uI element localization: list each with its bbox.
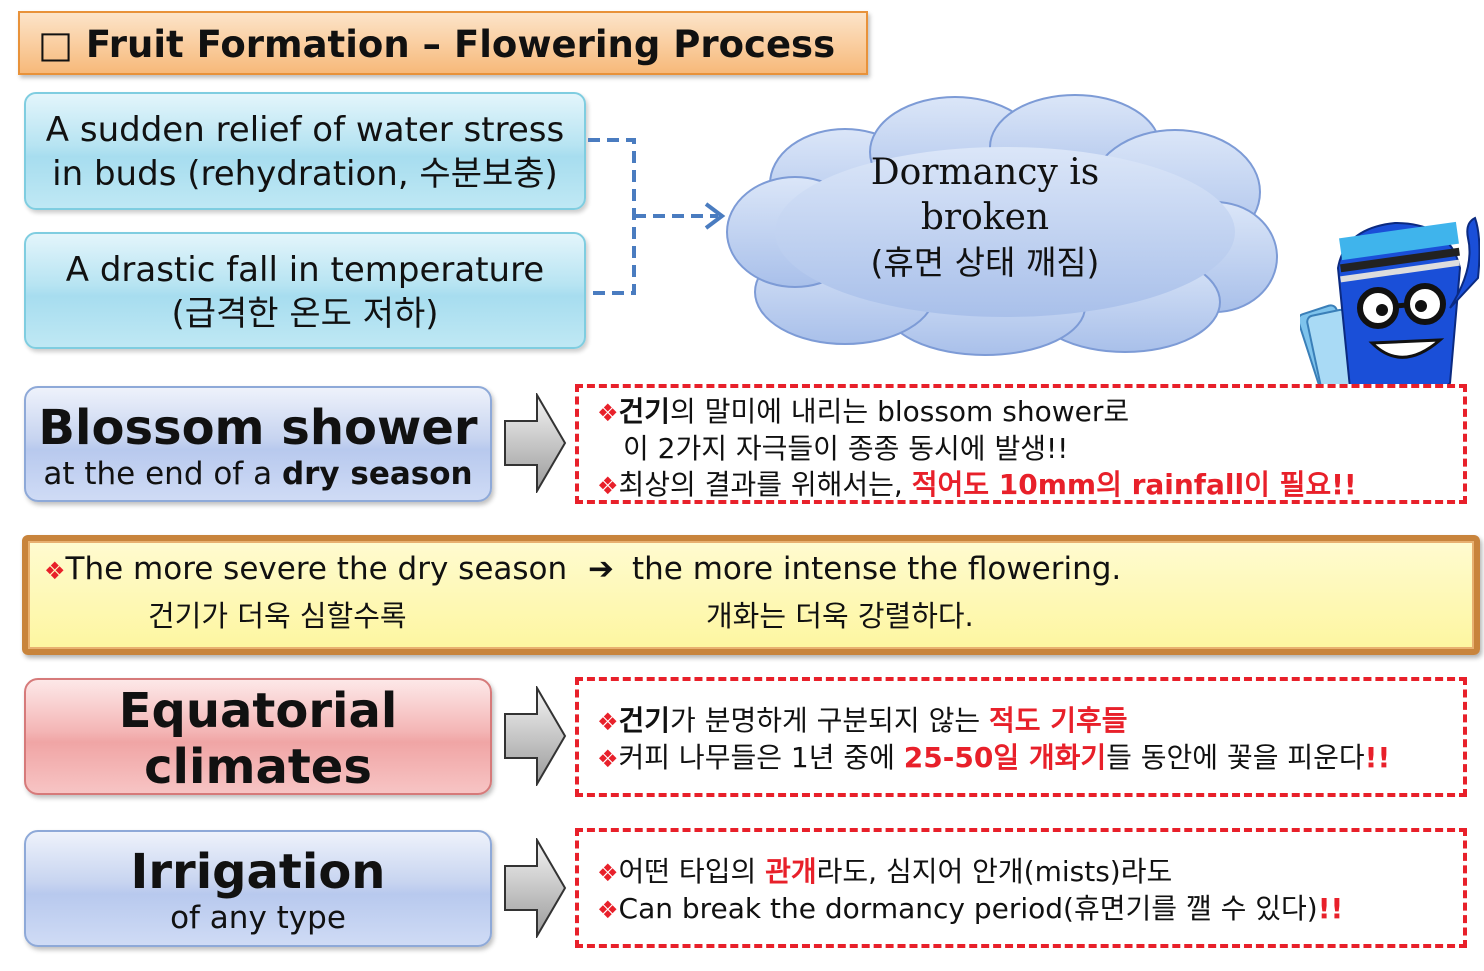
- cloud-text: Dormancy is broken (휴면 상태 깨짐): [790, 150, 1180, 285]
- blossom-sub-bold: dry season: [281, 456, 473, 492]
- equatorial-note2-end: !!: [1364, 741, 1391, 774]
- irrigation-box: Irrigation of any type: [24, 830, 492, 947]
- title-banner: □ Fruit Formation – Flowering Process: [18, 11, 868, 75]
- equatorial-note1-red: 적도 기후들: [989, 704, 1128, 737]
- equatorial-note1-bold: 건기: [618, 704, 671, 737]
- equatorial-note1-mid: 가 분명하게 구분되지 않는: [670, 704, 990, 737]
- cloud-line2: broken: [920, 197, 1050, 238]
- blossom-note-2: 이 2가지 자극들이 종종 동시에 발생!!: [623, 432, 1069, 465]
- banner-en-left-text: The more severe the dry season: [65, 551, 568, 587]
- trigger-water-line2: in buds (rehydration, 수분보충): [52, 154, 558, 194]
- irrigation-note2-end: !!: [1317, 892, 1344, 925]
- equatorial-notes: ❖건기가 분명하게 구분되지 않는 적도 기후들 ❖커피 나무들은 1년 중에 …: [575, 677, 1467, 797]
- bullet-icon: ❖: [597, 859, 619, 887]
- banner-ko-left: 건기가 더욱 심할수록: [148, 599, 407, 633]
- equatorial-box: Equatorial climates: [24, 678, 492, 795]
- bullet-icon: ❖: [597, 708, 619, 736]
- blossom-note-3: ❖최상의 결과를 위해서는, 적어도 10mm의 rainfall이 필요!!: [597, 467, 1463, 504]
- trigger-temp-line2: (급격한 온도 저하): [171, 294, 439, 334]
- equatorial-note2-pre: 커피 나무들은 1년 중에: [618, 741, 904, 774]
- block-arrow-right-icon: [504, 838, 567, 938]
- cloud-icon: [726, 94, 1278, 356]
- blossom-notes: ❖건기의 말미에 내리는 blossom shower로 이 2가지 자극들이 …: [575, 384, 1467, 504]
- block-arrow-right-icon: [504, 393, 567, 493]
- trigger-water-stress: A sudden relief of water stress in buds …: [24, 92, 586, 210]
- irrigation-note1-rest: 라도, 심지어 안개(mists)라도: [816, 855, 1173, 888]
- blossom-title: Blossom shower: [38, 400, 478, 456]
- connector-arrow-icon: [588, 138, 726, 295]
- equatorial-line2: climates: [144, 739, 372, 795]
- irrigation-note2-pre: Can break the dormancy period(휴면기를 깰 수 있…: [618, 892, 1318, 925]
- page-title: □ Fruit Formation – Flowering Process: [38, 23, 836, 66]
- banner-en-right: the more intense the flowering.: [632, 551, 1122, 587]
- cloud-line1: Dormancy is: [870, 152, 1100, 193]
- blossom-subtitle: at the end of a dry season: [26, 456, 490, 492]
- block-arrow-right-icon: [504, 686, 567, 786]
- blossom-note3-pre: 최상의 결과를 위해서는,: [618, 468, 912, 501]
- blossom-note1-bold: 건기: [618, 395, 671, 428]
- bullet-icon: ❖: [597, 745, 619, 773]
- blossom-note1-rest: 의 말미에 내리는 blossom shower로: [670, 395, 1130, 428]
- equatorial-note2-mid: 들 동안에 꽃을 피운다: [1106, 741, 1365, 774]
- pencil-mascot-icon: [1300, 216, 1480, 425]
- irrigation-note-1: ❖어떤 타입의 관개라도, 심지어 안개(mists)라도: [597, 854, 1463, 891]
- irrigation-note1-pre: 어떤 타입의: [618, 855, 766, 888]
- bullet-icon: ❖: [597, 399, 619, 427]
- banner-en-left: ❖The more severe the dry season: [44, 551, 567, 587]
- trigger-temp-line1: A drastic fall in temperature: [65, 250, 545, 290]
- banner-arrow: ➔: [588, 551, 614, 587]
- irrigation-title: Irrigation: [130, 844, 386, 900]
- trigger-water-line1: A sudden relief of water stress: [45, 110, 565, 150]
- banner-ko-right: 개화는 더욱 강렬하다.: [706, 599, 974, 633]
- irrigation-notes: ❖어떤 타입의 관개라도, 심지어 안개(mists)라도 ❖Can break…: [575, 828, 1467, 948]
- dry-season-banner: ❖The more severe the dry season ➔ the mo…: [22, 535, 1480, 655]
- irrigation-note1-red: 관개: [765, 855, 817, 888]
- equatorial-note-1: ❖건기가 분명하게 구분되지 않는 적도 기후들: [597, 703, 1463, 740]
- bullet-icon: ❖: [44, 557, 66, 585]
- cloud-line3: (휴면 상태 깨짐): [870, 243, 1100, 282]
- blossom-shower-box: Blossom shower at the end of a dry seaso…: [24, 386, 492, 502]
- blossom-sub-pre: at the end of a: [43, 456, 282, 492]
- bullet-icon: ❖: [597, 472, 619, 500]
- bullet-icon: ❖: [597, 896, 619, 924]
- equatorial-line1: Equatorial: [118, 683, 398, 739]
- trigger-temperature: A drastic fall in temperature (급격한 온도 저하…: [24, 232, 586, 349]
- irrigation-note-2: ❖Can break the dormancy period(휴면기를 깰 수 …: [597, 891, 1463, 928]
- blossom-note-1: ❖건기의 말미에 내리는 blossom shower로: [597, 394, 1463, 431]
- equatorial-note-2: ❖커피 나무들은 1년 중에 25-50일 개화기들 동안에 꽃을 피운다!!: [597, 740, 1463, 777]
- equatorial-note2-red: 25-50일 개화기: [903, 741, 1107, 774]
- blossom-note3-red: 적어도 10mm의 rainfall이 필요!!: [911, 468, 1357, 501]
- irrigation-subtitle: of any type: [170, 900, 346, 936]
